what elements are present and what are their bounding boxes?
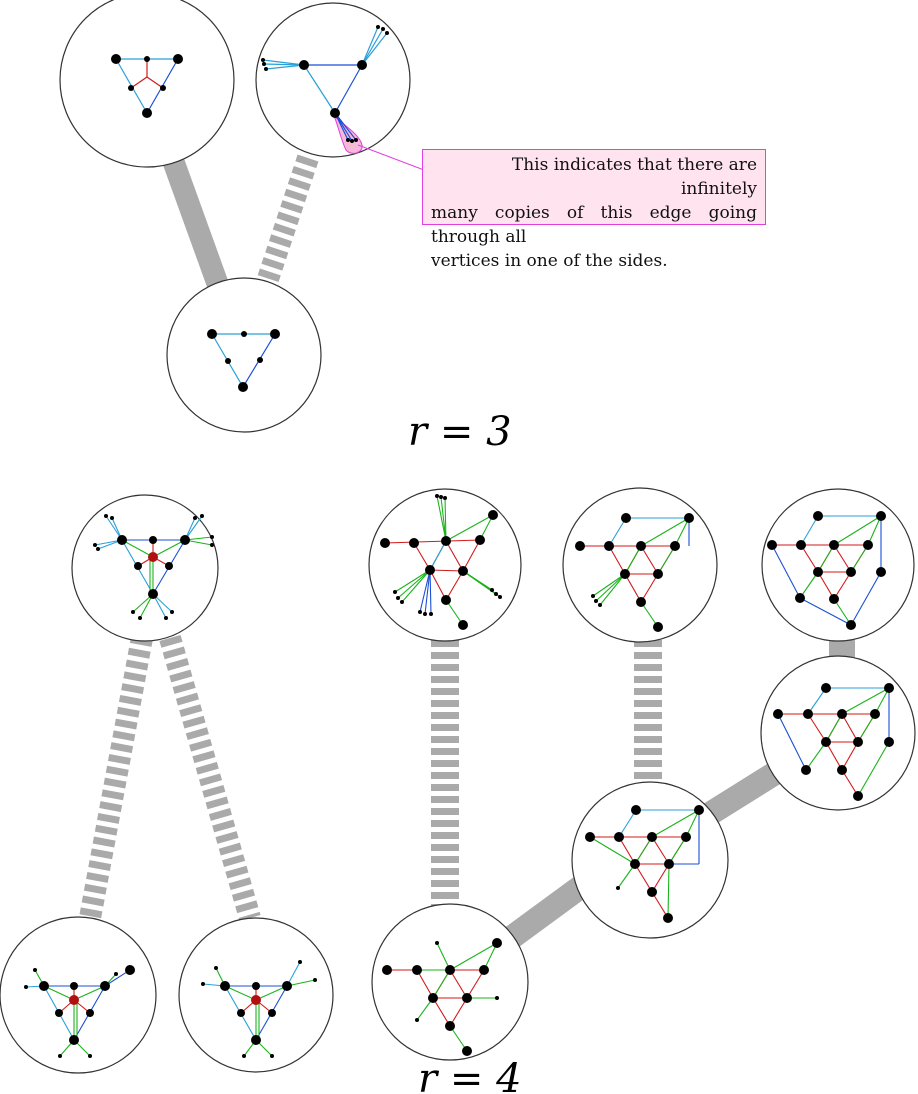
graph-node-r3-top-right (255, 2, 425, 171)
graph-node-r3-bottom (166, 277, 322, 433)
graph-node-r3-top-left (59, 0, 235, 168)
graph-node-r4-right-mid (760, 655, 916, 811)
graph-node-r4-right-top-a (562, 487, 718, 643)
solid-link (492, 870, 598, 956)
graph-node-r4-right-top-b (761, 488, 915, 642)
solid-link (159, 148, 229, 289)
callout-pointer (357, 144, 425, 171)
dashed-link (255, 154, 319, 289)
solid-link (693, 759, 787, 831)
graph-node-r4-right-lower (571, 781, 729, 939)
label-r4: r = 4 (418, 1056, 522, 1094)
graph-node-r4-mid-top (368, 488, 522, 642)
label-r3: r = 3 (408, 409, 512, 455)
callout-box: This indicates that there are infinitely… (422, 149, 766, 271)
callout-line-2: many copies of this edge going through a… (431, 203, 757, 247)
graph-node-r4-left-bottom-b (178, 917, 334, 1073)
graph-node-r4-left-bottom-a (0, 916, 157, 1074)
graph-node-r4-left-top (71, 494, 219, 642)
graph-node-r4-mid-bottom (371, 903, 529, 1061)
callout-line-3: vertices in one of the sides. (431, 251, 668, 271)
callout-line-1: This indicates that there are infinitely (511, 155, 757, 199)
dashed-link (159, 634, 261, 922)
dashed-link (79, 635, 153, 921)
